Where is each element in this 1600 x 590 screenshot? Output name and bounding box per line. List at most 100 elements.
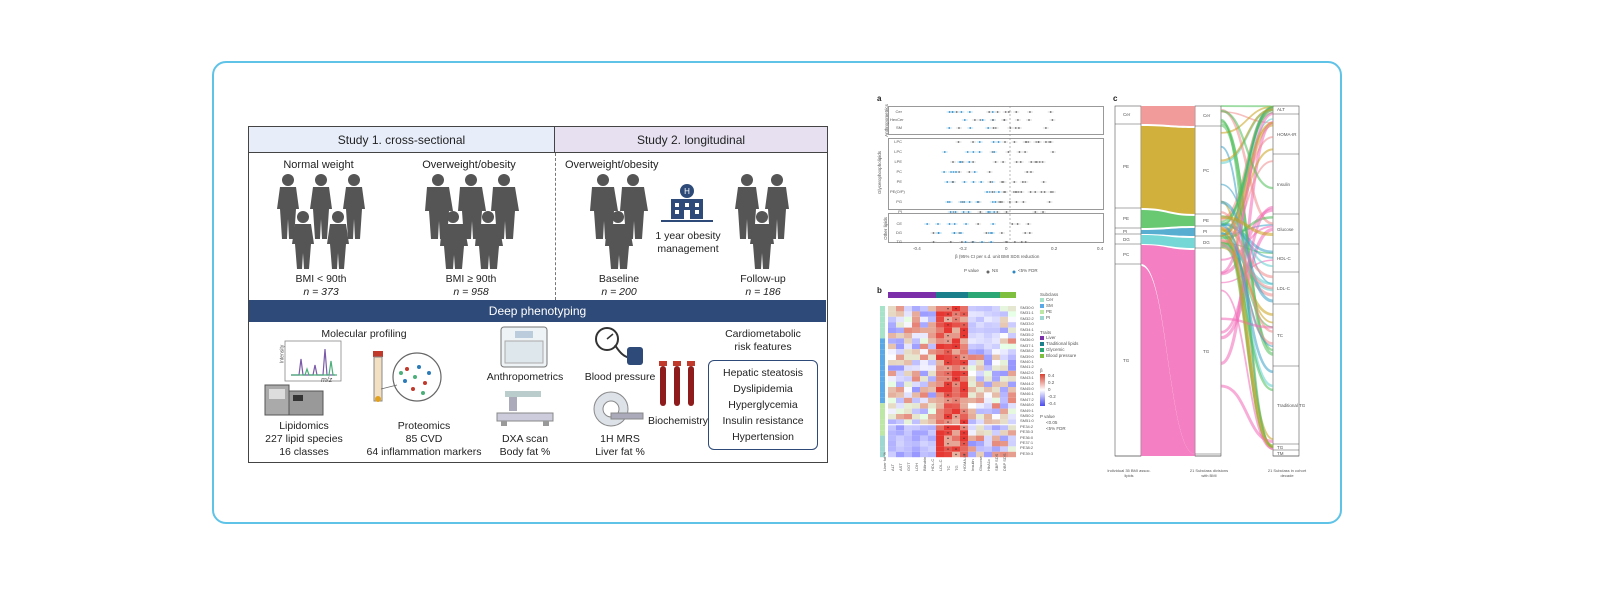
- heatmap-cell: [896, 376, 904, 382]
- heatmap-cell: [888, 322, 896, 328]
- heatmap-cell: [904, 424, 912, 431]
- heatmap-cell: [904, 376, 912, 382]
- panel-a-point: [1000, 232, 1003, 234]
- heatmap-cell: [936, 343, 944, 350]
- heatmap-cell: [984, 451, 992, 458]
- heatmap-cell: [1000, 403, 1008, 409]
- heatmap-cell: [976, 338, 984, 344]
- heatmap-cell: [928, 354, 936, 360]
- heatmap-cell: [904, 370, 912, 377]
- panel-a-point: [981, 119, 984, 121]
- normal-weight-silhouettes-icon: [277, 174, 365, 269]
- heatmap-cell: [912, 387, 920, 393]
- heatmap-cell: [912, 360, 920, 366]
- heatmap-trait-bar: [888, 292, 896, 298]
- heatmap-cell: [1008, 327, 1016, 333]
- heatmap-cell: [1000, 435, 1008, 441]
- heatmap-cell: [992, 365, 1000, 371]
- panel-a-point: [926, 223, 929, 225]
- heatmap-sig-mark: [955, 378, 957, 380]
- heatmap-cell: [1000, 354, 1008, 360]
- heatmap-sig-mark: [947, 448, 949, 450]
- panel-a-legend-ns: NS: [992, 268, 999, 273]
- sankey-right-label: Traditional TG: [1277, 403, 1306, 408]
- heatmap-row-label: PE38:2: [1020, 445, 1034, 451]
- panel-a-point: [992, 141, 995, 143]
- heatmap-subclass-bar: [880, 408, 885, 414]
- heatmap-cell: [912, 349, 920, 355]
- heatmap-cell: [1000, 446, 1008, 452]
- heatmap-cell: [912, 403, 920, 409]
- heatmap-cell: [936, 316, 944, 323]
- heatmap-cell: [912, 392, 920, 398]
- panel-a-point: [993, 211, 996, 213]
- heatmap-sig-mark: [963, 335, 965, 337]
- heatmap-cell: [904, 419, 912, 425]
- legend-beta-tick: 0.2: [1048, 380, 1055, 385]
- heatmap-cell: [984, 446, 992, 452]
- heatmap-cell: [912, 333, 920, 339]
- heatmap-cell: [1008, 441, 1016, 447]
- heatmap-cell: [976, 306, 984, 312]
- heatmap-cell: [976, 360, 984, 366]
- heatmap-cell: [928, 365, 936, 371]
- panel-a-point: [937, 223, 939, 225]
- panel-a-point: [999, 201, 1002, 203]
- heatmap-cell: [936, 387, 944, 393]
- heatmap-cell: [928, 333, 936, 339]
- sankey-flow: [1141, 210, 1195, 228]
- heatmap-cell: [1000, 408, 1008, 414]
- mrs-liverfat-label: Liver fat %: [595, 446, 645, 458]
- heatmap-cell: [888, 354, 896, 360]
- legend-subclass-item: Cer: [1046, 297, 1054, 302]
- heatmap-subclass-bar: [880, 370, 885, 377]
- heatmap-cell: [976, 392, 984, 398]
- heatmap-cell: [896, 446, 904, 452]
- panel-a-point: [953, 232, 956, 234]
- panel-a-point: [946, 201, 949, 203]
- heatmap-cell: [928, 370, 936, 377]
- heatmap-cell: [1008, 414, 1016, 420]
- heatmap-cell: [960, 381, 968, 387]
- heatmap-cell: [1008, 349, 1016, 355]
- heatmap-cell: [968, 397, 976, 404]
- legend-swatch: [1040, 342, 1044, 346]
- heatmap-cell: [960, 392, 968, 398]
- heatmap-cell: [992, 333, 1000, 339]
- panel-a-point: [968, 171, 971, 173]
- proteomics-tube-icon: [373, 351, 442, 402]
- legend-beta-gradient: [1040, 374, 1045, 406]
- panel-a-row-label: CE: [896, 221, 902, 226]
- panel-a-group-box: [888, 106, 1104, 135]
- heatmap-cell: [888, 408, 896, 414]
- heatmap-cell: [904, 322, 912, 328]
- heatmap-cell: [920, 419, 928, 425]
- panel-a-point: [980, 181, 983, 183]
- heatmap-row-label: SM36:0: [1020, 337, 1034, 343]
- heatmap-sig-mark: [963, 389, 965, 391]
- panel-a-point: [994, 201, 997, 203]
- panel-a-row-label: PE(O/P): [890, 189, 905, 194]
- heatmap-cell: [920, 349, 928, 355]
- sankey-mid-label: DG: [1203, 240, 1210, 245]
- heatmap-cell: [944, 343, 952, 350]
- panel-a-point: [953, 223, 956, 225]
- lipid-classes-label: 16 classes: [279, 446, 329, 458]
- heatmap-cell: [976, 333, 984, 339]
- heatmap-cell: [968, 419, 976, 425]
- heatmap-trait-bar: [928, 292, 936, 298]
- heatmap-cell: [928, 408, 936, 414]
- heatmap-sig-mark: [963, 367, 965, 369]
- heatmap-cell: [912, 327, 920, 333]
- heatmap-sig-mark: [947, 421, 949, 423]
- overweight-n: n = 958: [453, 286, 489, 298]
- heatmap-cell: [976, 311, 984, 317]
- heatmap-cell: [1008, 370, 1016, 377]
- heatmap-cell: [928, 430, 936, 436]
- heatmap-cell: [976, 446, 984, 452]
- heatmap-cell: [960, 349, 968, 355]
- heatmap-cell: [888, 430, 896, 436]
- heatmap-cell: [968, 333, 976, 339]
- heatmap-subclass-bar: [880, 343, 885, 350]
- heatmap-cell: [896, 360, 904, 366]
